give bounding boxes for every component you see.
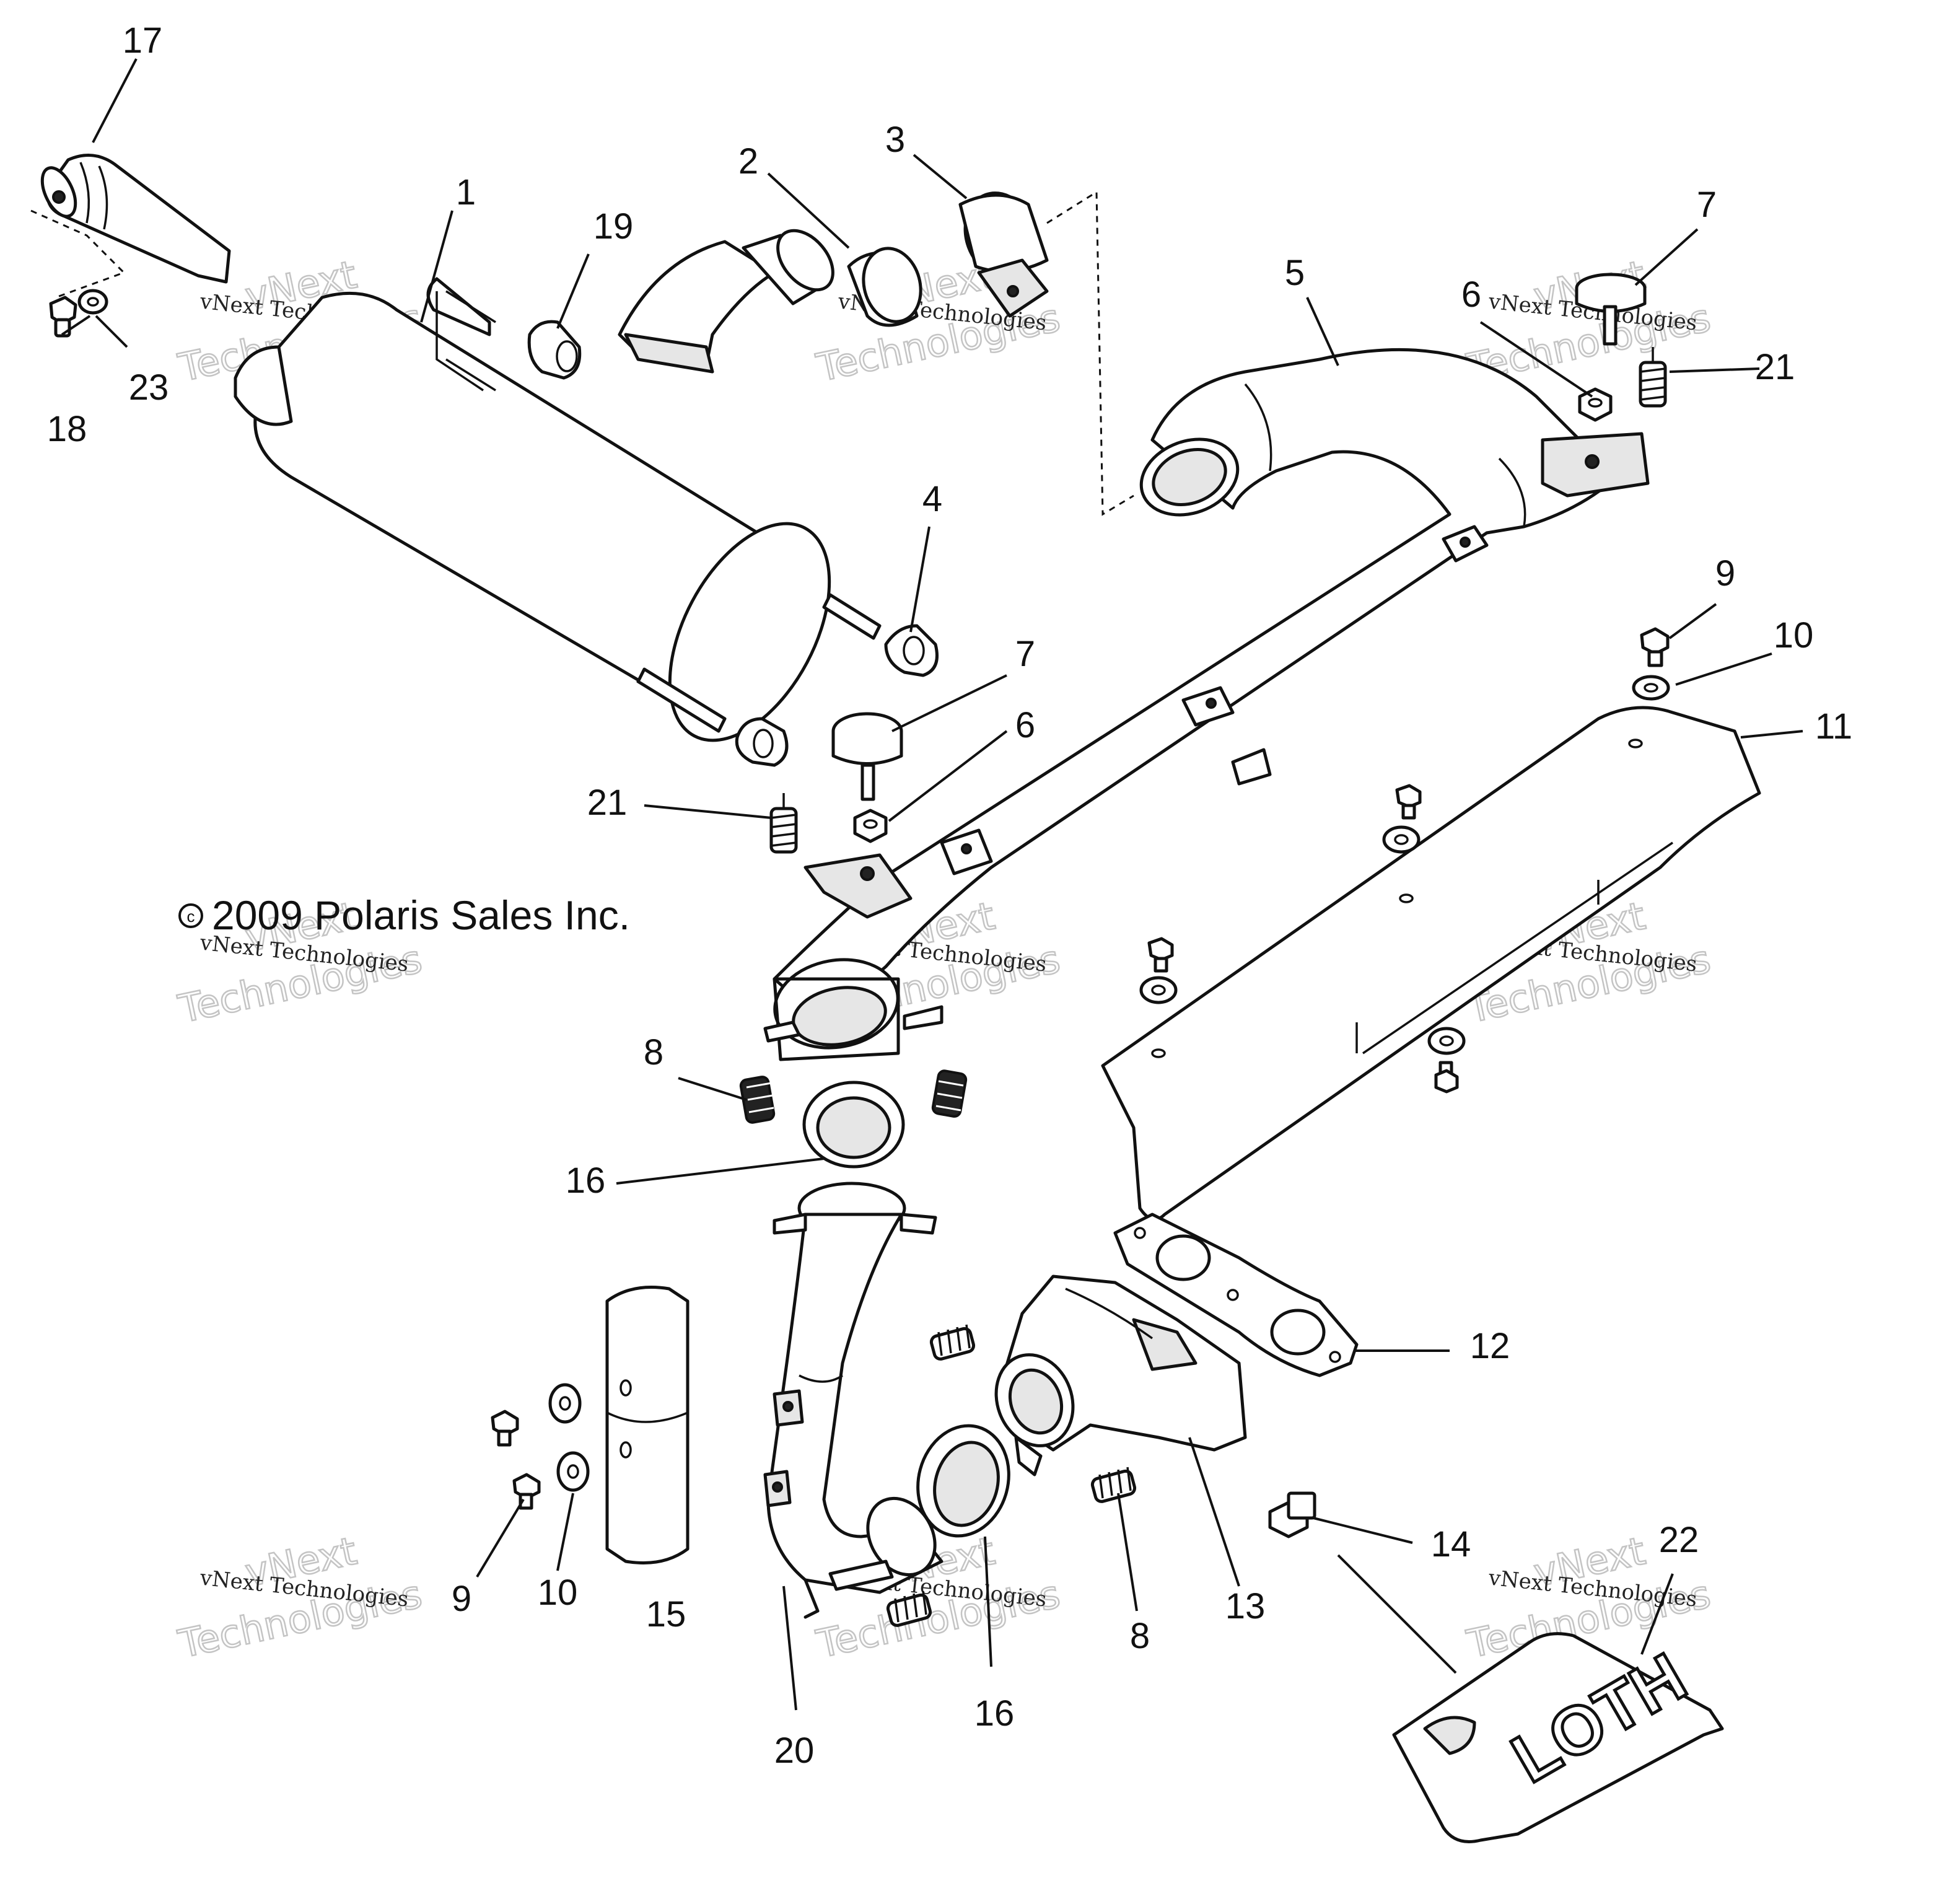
callout-23: 23 [129,367,169,408]
callout-labels: 17 1 19 2 3 4 5 6 7 21 7 6 21 9 10 11 8 … [47,20,1852,1771]
spring-front-3 [1090,1467,1137,1503]
part-7-damper-upper [1575,273,1647,346]
leader-lines [61,58,1803,1711]
callout-13: 13 [1225,1586,1266,1626]
part-12-manifold-gasket [1113,1213,1359,1377]
callout-18: 18 [47,409,87,449]
callout-9-upper: 9 [1715,553,1735,594]
spring-front-2 [886,1590,932,1627]
part-15-heat-sleeve [605,1286,690,1564]
callout-3: 3 [885,120,905,160]
copyright-symbol-icon [178,903,203,928]
part-11-heat-shield [1101,706,1761,1221]
part-5-exhaust-pipe [763,348,1650,1061]
callout-12: 12 [1470,1326,1510,1366]
shield-bolt-1 [1395,784,1422,820]
callout-10-lower: 10 [538,1573,578,1613]
callout-6-upper: 6 [1461,274,1481,315]
callout-16-upper: 16 [566,1160,606,1201]
callout-21-lower: 21 [587,783,628,823]
part-21-spring-upper [1639,347,1667,408]
shield-washer-3 [1427,1027,1466,1055]
copyright-symbol-letter: c [187,907,195,926]
part-6-nut-upper [1578,387,1613,422]
part-16-gasket-upper [802,1081,905,1169]
part-1-muffler [234,229,882,742]
callout-8-right: 8 [1130,1616,1150,1656]
callout-2: 2 [738,141,758,182]
callout-14: 14 [1431,1524,1471,1564]
part-6-nut-lower [853,809,888,843]
callout-9-lower: 9 [452,1579,471,1619]
callout-7-lower: 7 [1015,634,1035,674]
part-17-spark-arrestor [30,153,231,299]
lower-grommet [735,717,789,767]
callout-17: 17 [123,20,163,61]
part-8-spring-right [931,1069,968,1118]
callout-5: 5 [1285,253,1305,293]
part-9-bolt-upper [1640,627,1670,667]
copyright-text: 2009 Polaris Sales Inc. [212,892,630,938]
part-4-grommet [884,624,939,677]
shield-bolt-2 [1147,937,1174,973]
callout-19: 19 [593,206,634,247]
part-20-front-pipe [763,1182,944,1619]
part-10-washer-lower-2 [556,1451,590,1492]
shield-washer-1 [1382,825,1421,854]
callout-16-lower: 16 [974,1693,1015,1734]
callout-1: 1 [456,172,476,213]
part-9-bolt-lower-2 [512,1473,541,1510]
spring-front-1 [929,1324,976,1361]
part-23-washer [77,289,108,315]
callout-15: 15 [646,1594,686,1634]
callout-4: 4 [922,479,942,519]
part-21-spring-lower [769,793,798,854]
callout-20: 20 [774,1731,815,1771]
part-2-sleeve [847,247,922,327]
callout-21-upper: 21 [1755,347,1795,387]
part-9-bolt-lower-1 [491,1410,519,1447]
part-19-grommet [527,320,582,380]
part-13-exhaust-manifold [994,1274,1247,1476]
callout-6-lower: 6 [1015,705,1035,745]
part-16-gasket-lower [916,1424,1010,1538]
part-3-clamp [958,191,1049,318]
part-10-washer-lower-1 [548,1383,582,1424]
shield-washer-2 [1139,976,1178,1004]
part-18-bolt [49,296,77,338]
callout-11: 11 [1815,706,1852,747]
part-14-bolt [1268,1491,1316,1538]
part-10-washer-upper [1632,675,1670,701]
part-7-damper-lower [831,712,903,801]
part-22-skid-plate: LOTH [1392,1632,1724,1843]
callout-7-upper: 7 [1697,185,1717,225]
callout-8-left: 8 [644,1032,663,1073]
part-8-spring-left [739,1076,776,1124]
shield-bolt-3 [1434,1061,1459,1094]
copyright-notice: c 2009 Polaris Sales Inc. [178,892,630,938]
callout-22: 22 [1659,1520,1699,1560]
callout-10-upper: 10 [1774,615,1814,656]
